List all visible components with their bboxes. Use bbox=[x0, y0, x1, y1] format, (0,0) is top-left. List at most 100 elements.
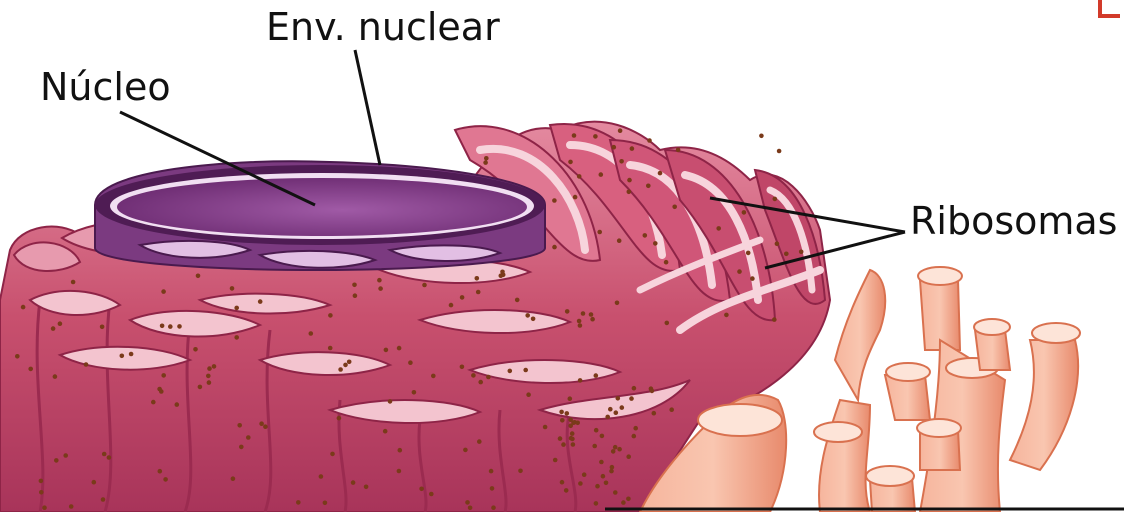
ribosome-dot bbox=[471, 373, 476, 378]
ribosome-dot bbox=[565, 411, 570, 416]
ribosome-dot bbox=[568, 160, 573, 165]
ribosome-dot bbox=[658, 171, 663, 176]
ribosome-dot bbox=[120, 354, 125, 359]
ribosome-dot bbox=[460, 365, 465, 370]
ribosome-dot bbox=[577, 174, 582, 179]
ribosome-dot bbox=[69, 504, 74, 509]
ribosome-dot bbox=[775, 241, 780, 246]
ribosome-dot bbox=[177, 324, 182, 329]
ribosome-dot bbox=[408, 360, 413, 365]
nucleus-label: Núcleo bbox=[40, 68, 171, 106]
ribosome-dot bbox=[397, 469, 402, 474]
ribosome-dot bbox=[605, 415, 610, 420]
ribosome-dot bbox=[552, 198, 557, 203]
ribosome-dot bbox=[28, 367, 33, 372]
ribosome-dot bbox=[608, 407, 613, 412]
ribosome-dot bbox=[397, 346, 402, 351]
ribosome-dot bbox=[309, 331, 314, 336]
ribosome-dot bbox=[377, 278, 382, 283]
ribosome-dot bbox=[323, 501, 328, 506]
ribosome-dot bbox=[157, 387, 162, 392]
ribosome-dot bbox=[328, 313, 333, 318]
ribosome-dot bbox=[151, 400, 156, 405]
ribosome-dot bbox=[613, 490, 618, 495]
corner-bracket-mark bbox=[1098, 0, 1120, 18]
ribosome-dot bbox=[168, 324, 173, 329]
ribosome-dot bbox=[84, 362, 89, 367]
ribosome-dot bbox=[330, 452, 335, 457]
ribosome-dot bbox=[175, 402, 180, 407]
ribosome-dot bbox=[594, 501, 599, 506]
ribosome-dot bbox=[384, 348, 389, 353]
ribosome-dot bbox=[523, 368, 528, 373]
ribosome-dot bbox=[468, 506, 473, 511]
ribosome-dot bbox=[633, 426, 638, 431]
ribosome-dot bbox=[42, 505, 47, 510]
ribosome-dot bbox=[617, 238, 622, 243]
ribosome-dot bbox=[592, 444, 597, 449]
ribosome-dot bbox=[561, 442, 566, 447]
ribosome-dot bbox=[39, 479, 44, 484]
ribosome-dot bbox=[724, 313, 729, 318]
leader-line-envelope bbox=[355, 50, 380, 165]
ribosome-dot bbox=[258, 299, 263, 304]
ribosome-dot bbox=[578, 323, 583, 328]
ribosome-dot bbox=[619, 159, 624, 164]
ribosome-dot bbox=[101, 497, 106, 502]
ribosome-dot bbox=[476, 290, 481, 295]
ribosome-dot bbox=[759, 134, 764, 139]
ribosome-dot bbox=[742, 210, 747, 215]
ribosome-dot bbox=[570, 431, 575, 436]
ribosome-dot bbox=[234, 335, 239, 340]
ribosome-dot bbox=[129, 352, 134, 357]
ribosome-dot bbox=[617, 447, 622, 452]
ribosome-dot bbox=[263, 424, 268, 429]
ribosome-dot bbox=[490, 486, 495, 491]
ribosome-dot bbox=[419, 487, 424, 492]
ribosome-dot bbox=[207, 366, 212, 371]
ribosome-dot bbox=[526, 392, 531, 397]
ribosome-dot bbox=[163, 477, 168, 482]
ribosome-dot bbox=[664, 260, 669, 265]
ribosome-dot bbox=[629, 396, 634, 401]
ribosome-dot bbox=[647, 138, 652, 143]
ribosome-dot bbox=[568, 396, 573, 401]
ribosome-dot bbox=[615, 301, 620, 306]
ribosome-dot bbox=[21, 305, 26, 310]
ribosome-dot bbox=[230, 286, 235, 291]
ribosome-dot bbox=[259, 421, 264, 426]
ribosome-dot bbox=[231, 476, 236, 481]
ribosome-dot bbox=[352, 283, 357, 288]
ribosome-dot bbox=[653, 241, 658, 246]
ribosome-dot bbox=[54, 458, 59, 463]
ribosome-dot bbox=[646, 184, 651, 189]
ribosome-dot bbox=[594, 373, 599, 378]
ribosome-dot bbox=[107, 455, 112, 460]
ribosome-dot bbox=[552, 245, 557, 250]
ribosome-dot bbox=[599, 172, 604, 177]
ribosome-dot bbox=[531, 317, 536, 322]
ribosome-dot bbox=[564, 488, 569, 493]
ribosome-dot bbox=[575, 421, 580, 426]
ribosome-dot bbox=[612, 145, 617, 150]
ribosome-dot bbox=[565, 309, 570, 314]
ribosome-dot bbox=[234, 306, 239, 311]
ribosome-dot bbox=[491, 505, 496, 510]
ribosome-dot bbox=[63, 453, 68, 458]
ribosomes-label: Ribosomas bbox=[910, 202, 1117, 240]
ribosome-dot bbox=[618, 128, 623, 133]
ribosome-dot bbox=[161, 373, 166, 378]
ribosome-dot bbox=[560, 480, 565, 485]
ribosome-dot bbox=[620, 405, 625, 410]
ribosome-dot bbox=[558, 436, 563, 441]
ribosome-dot bbox=[212, 364, 217, 369]
ribosome-dot bbox=[616, 396, 621, 401]
ribosome-dot bbox=[569, 436, 574, 441]
ribosome-dot bbox=[378, 286, 383, 291]
ribosome-dot bbox=[398, 448, 403, 453]
ribosome-dot bbox=[486, 375, 491, 380]
ribosome-dot bbox=[559, 410, 564, 415]
ribosome-dot bbox=[338, 367, 343, 372]
ribosome-dot bbox=[594, 428, 599, 433]
ribosome-dot bbox=[601, 474, 606, 479]
